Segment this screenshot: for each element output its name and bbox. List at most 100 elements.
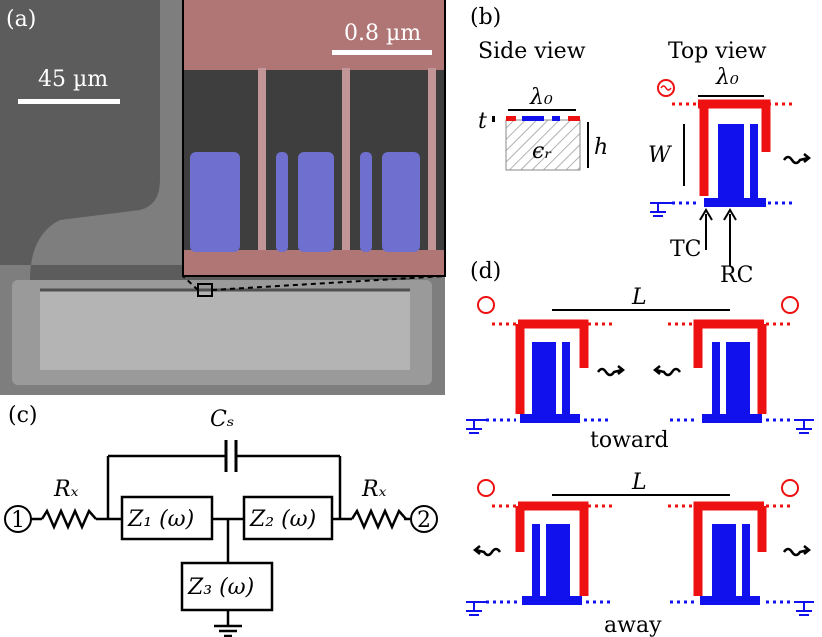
z2-label: Z₂ (ω) (249, 507, 316, 532)
toward-left-finger (562, 342, 570, 416)
rx-right-resistor (350, 507, 407, 531)
inset-purple-finger (190, 152, 240, 252)
inset-purple-finger (360, 152, 372, 252)
port-2 (410, 505, 438, 533)
panel-a-label: (a) (6, 7, 36, 32)
ground-icon (794, 601, 814, 616)
port-1 (4, 505, 32, 533)
away-L-label: L (631, 470, 647, 495)
panel-a: (a) 45 µm 0.8 µm (0, 0, 446, 395)
circuit-ground-icon (214, 624, 242, 637)
away-left-body (546, 524, 570, 598)
toward-source-left (477, 296, 495, 314)
away-right-wave-icon (782, 545, 812, 557)
inset-finger (258, 68, 266, 250)
toward-left-base (520, 414, 580, 423)
side-substrate (505, 119, 581, 171)
panel-b-label: (b) (470, 5, 501, 30)
side-eps-label: ϵᵣ (532, 139, 552, 164)
circuit-wires (30, 454, 410, 626)
rc-label: RC (720, 263, 753, 288)
source-icon (657, 79, 675, 97)
top-view-title: Top view (668, 39, 767, 64)
tc-label: TC (670, 237, 702, 262)
radiation-wave-icon (782, 153, 812, 165)
away-left-finger (532, 524, 540, 598)
away-source-left (477, 479, 495, 497)
inset-purple-finger (298, 152, 334, 252)
inset-purple-finger (276, 152, 288, 252)
away-left-coupler (515, 501, 589, 596)
source-icon-wave (660, 85, 672, 91)
toward-right-body (726, 342, 750, 416)
panel-d-label: (d) (470, 259, 501, 284)
toward-label: toward (590, 428, 669, 453)
side-metal-red-left (506, 116, 516, 121)
toward-source-right (781, 296, 799, 314)
zoom-line (211, 275, 446, 291)
inset-bottom-band (184, 250, 444, 275)
z3-label: Z₃ (ω) (187, 575, 254, 600)
away-right-finger (742, 524, 750, 598)
rx-left-resistor (40, 507, 97, 531)
away-right-base (700, 596, 760, 605)
top-resonator-finger (750, 124, 758, 198)
side-metal-blue-2 (552, 116, 560, 121)
scale-label-large: 45 µm (38, 67, 108, 92)
top-W-label: W (648, 143, 673, 168)
sem-comb-region (40, 290, 410, 370)
toward-L-label: L (631, 285, 647, 310)
side-t-label: t (478, 109, 487, 134)
side-metal-blue (522, 116, 544, 121)
top-transmission-coupler (698, 99, 771, 196)
toward-right-wave-icon (652, 365, 682, 377)
side-h-label: h (594, 135, 608, 160)
scale-label-small: 0.8 µm (344, 21, 421, 46)
ground-icon (650, 202, 672, 217)
toward-right-coupler (693, 319, 767, 414)
toward-right-base (702, 414, 762, 423)
side-lambda-label: λ₀ (529, 85, 553, 110)
z1-box (120, 495, 214, 541)
side-t-tick (492, 116, 495, 122)
panel-c: (c) Cₛ Rₓ Rₓ 1 2 Z₁ (ω) (4, 403, 438, 637)
port-2-label: 2 (417, 508, 431, 533)
rx-right-label: Rₓ (361, 477, 387, 502)
z2-box (242, 495, 334, 541)
side-view-title: Side view (478, 39, 586, 64)
ground-icon (466, 601, 486, 616)
top-resonator-base (704, 198, 766, 207)
port-1-label: 1 (11, 508, 25, 533)
away-left-wave-icon (472, 545, 502, 557)
away-source-right (781, 479, 799, 497)
toward-right-finger (712, 342, 720, 416)
rx-left-label: Rₓ (53, 477, 79, 502)
cs-label: Cₛ (210, 407, 234, 432)
tc-arrowhead (699, 208, 713, 221)
away-left-base (522, 596, 582, 605)
scale-bar-small (332, 50, 432, 55)
sem-inset: 0.8 µm (182, 0, 446, 277)
scale-bar-large (18, 99, 120, 104)
panel-b: (b) Side view Top view λ₀ t ϵᵣ h λ₀ (470, 5, 812, 288)
away-right-body (712, 524, 736, 598)
inset-finger (428, 68, 436, 250)
top-lambda-label: λ₀ (715, 65, 739, 90)
away-label: away (604, 613, 662, 637)
zoom-line-2 (182, 275, 199, 291)
rc-arrowhead (723, 208, 737, 221)
toward-left-body (532, 342, 556, 416)
ground-icon (794, 419, 814, 434)
toward-left-coupler (515, 319, 589, 414)
top-resonator-body (718, 124, 744, 198)
panel-d: (d) L toward L (466, 259, 814, 637)
away-right-coupler (693, 501, 767, 596)
z1-label: Z₁ (ω) (127, 507, 194, 532)
toward-left-wave-icon (596, 365, 626, 377)
ground-icon (466, 419, 486, 434)
side-metal-red-right (568, 116, 580, 121)
inset-finger (342, 68, 350, 250)
panel-c-label: (c) (8, 403, 38, 428)
z3-box (180, 561, 274, 612)
